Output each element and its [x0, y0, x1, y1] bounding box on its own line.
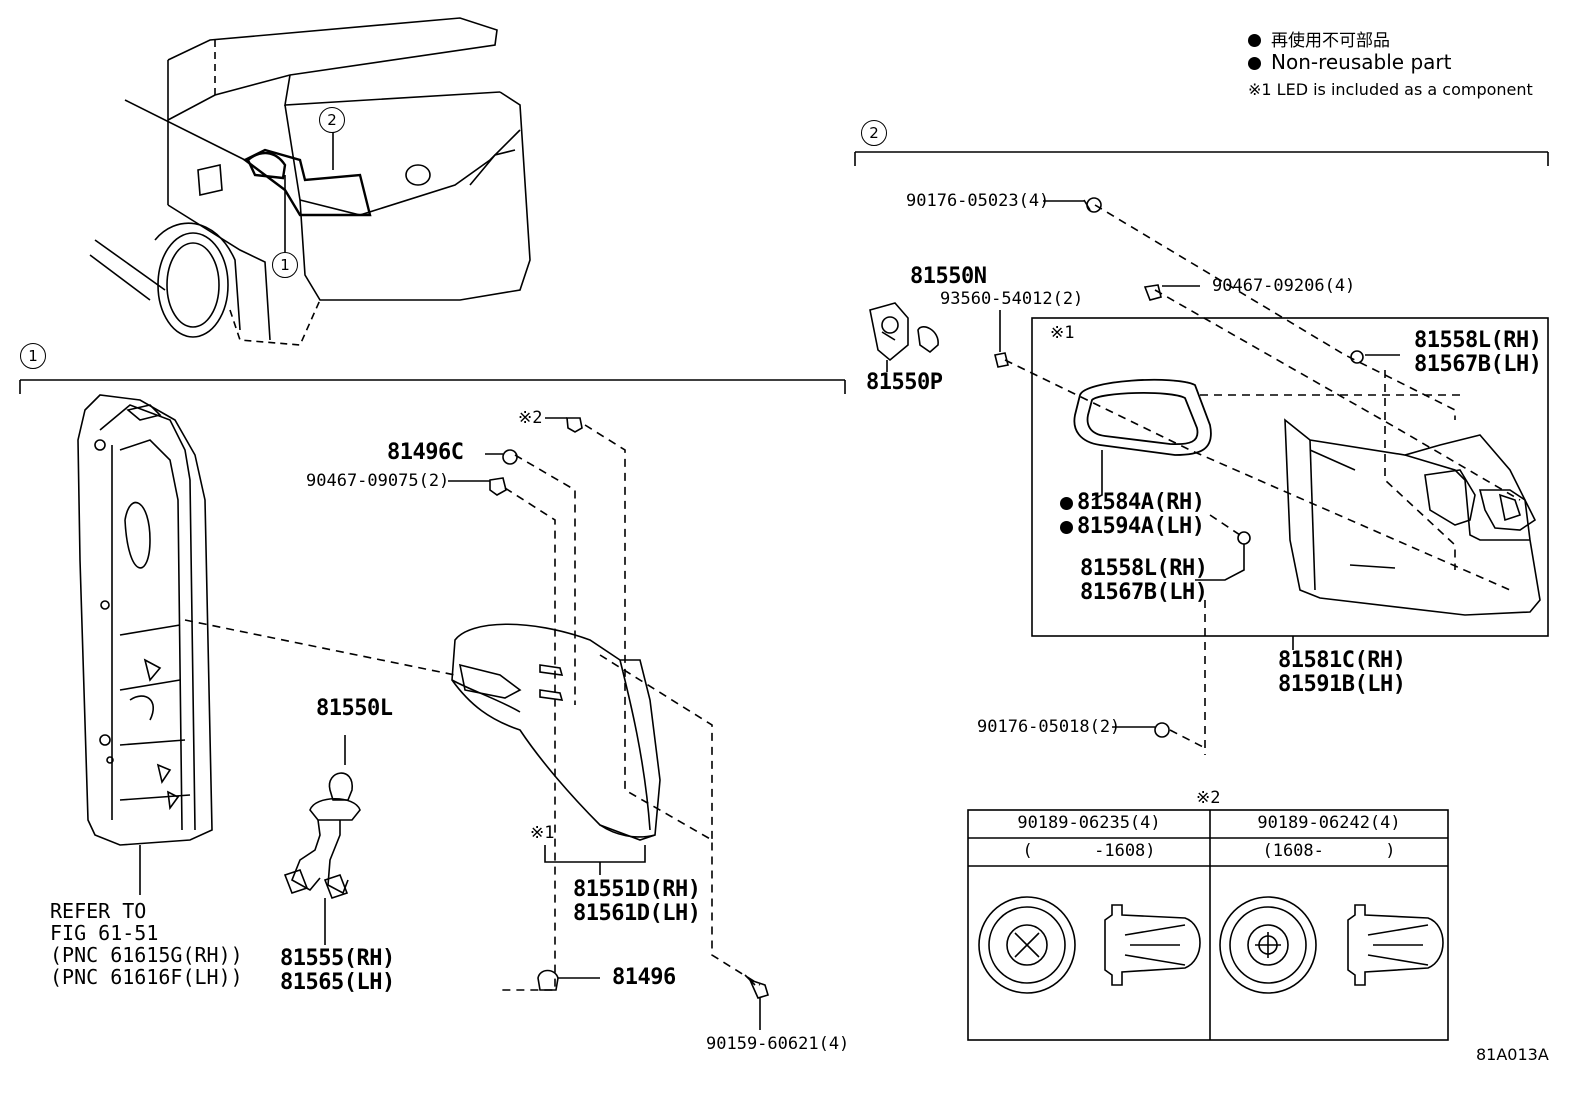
clip-table-mark: ※2 — [1196, 788, 1221, 808]
part-81565-LH: 81565(LH) — [280, 970, 395, 995]
part-81550L: 81550L — [316, 696, 393, 721]
clip-variant-table — [967, 809, 1449, 1041]
gasket-81584A-illustration — [1073, 378, 1212, 501]
callout-2-group: 2 — [861, 120, 887, 146]
part-81567B-LH-mid: 81567B(LH) — [1080, 580, 1208, 605]
clip-81558L-top-icon — [1350, 350, 1400, 364]
vehicle-overview-illustration — [89, 17, 531, 346]
legend-jp: 再使用不可部品 — [1248, 26, 1390, 51]
part-81594A-LH: 81594A(LH) — [1060, 515, 1205, 539]
part-81584A-RH: 81584A(RH) — [1060, 491, 1205, 515]
part-90159-60621: 90159-60621(4) — [706, 1034, 850, 1054]
part-81591B-LH: 81591B(LH) — [1278, 672, 1406, 697]
body-quarter-panel-illustration — [77, 394, 213, 895]
part-90467-09075: 90467-09075(2) — [306, 471, 450, 491]
lamp-assembly-frame — [1031, 317, 1549, 637]
leader-81551D — [544, 845, 646, 863]
part-81496: 81496 — [612, 965, 676, 990]
part-81567B-LH-top: 81567B(LH) — [1414, 352, 1542, 377]
part-93560-54012: 93560-54012(2) — [940, 289, 1084, 309]
combination-lamp-lens-illustration — [1284, 418, 1541, 616]
bulb-and-socket-wiring-illustration — [283, 735, 361, 945]
bullet-dot-icon — [1248, 34, 1261, 47]
screw-93560-icon — [994, 310, 1009, 368]
clip-81558L-mid-icon — [1195, 531, 1251, 581]
tail-lamp-outer-illustration — [451, 623, 661, 841]
non-reusable-dot-icon — [1060, 521, 1073, 534]
part-81550P: 81550P — [866, 370, 943, 395]
mark-1-left: ※1 — [530, 823, 555, 843]
part-81496C: 81496C — [387, 440, 464, 465]
label-refer-1: REFER TO — [50, 899, 147, 923]
clip-table-col1-range: ( -1608) — [1022, 841, 1156, 861]
screw-90159-icon — [744, 974, 769, 1030]
part-81555-RH: 81555(RH) — [280, 946, 395, 971]
clip-table-col2-part: 90189-06242(4) — [1257, 813, 1401, 833]
assembly-leader-lines-right — [1004, 204, 1521, 755]
callout-1-group: 1 — [20, 343, 46, 369]
clip-table-col1-part: 90189-06235(4) — [1017, 813, 1161, 833]
clip-90176-05018-icon — [1112, 722, 1170, 738]
part-81551D-RH: 81551D(RH) — [573, 877, 701, 902]
part-90176-05018: 90176-05018(2) — [977, 717, 1121, 737]
non-reusable-dot-icon — [1060, 497, 1073, 510]
label-refer-4: (PNC 61616F(LH)) — [50, 965, 243, 989]
figure-code: 81A013A — [1476, 1045, 1549, 1064]
screw-mark2-icon — [545, 417, 583, 433]
clip-81496C-icon — [485, 449, 518, 465]
part-81558L-RH-mid: 81558L(RH) — [1080, 556, 1208, 581]
part-81550N: 81550N — [910, 264, 987, 289]
mark-1-right: ※1 — [1050, 323, 1075, 343]
part-90467-09206: 90467-09206(4) — [1212, 276, 1356, 296]
part-81561D-LH: 81561D(LH) — [573, 901, 701, 926]
clip-table-col2-range: (1608- ) — [1262, 841, 1396, 861]
clip-90176-05023-icon — [1043, 197, 1102, 213]
mark-2-left: ※2 — [518, 408, 543, 428]
socket-81550P-illustration — [869, 302, 939, 372]
callout-1-vehicle: 1 — [272, 252, 298, 278]
part-81558L-RH-top: 81558L(RH) — [1414, 328, 1542, 353]
label-refer-3: (PNC 61615G(RH)) — [50, 943, 243, 967]
legend-led-note: ※1 LED is included as a component — [1248, 80, 1533, 99]
screw-90467-09206-icon — [1143, 284, 1200, 301]
nut-90467-09075-icon — [448, 477, 507, 496]
part-90176-05023: 90176-05023(4) — [906, 191, 1050, 211]
part-81581C-RH: 81581C(RH) — [1278, 648, 1406, 673]
legend-non-reusable: Non-reusable part — [1248, 50, 1451, 74]
bullet-dot-icon — [1248, 57, 1261, 70]
callout-2-vehicle: 2 — [319, 107, 345, 133]
assembly-leader-lines-left — [184, 424, 761, 991]
label-refer-2: FIG 61-51 — [50, 921, 159, 945]
clip-81496-icon — [537, 969, 600, 991]
